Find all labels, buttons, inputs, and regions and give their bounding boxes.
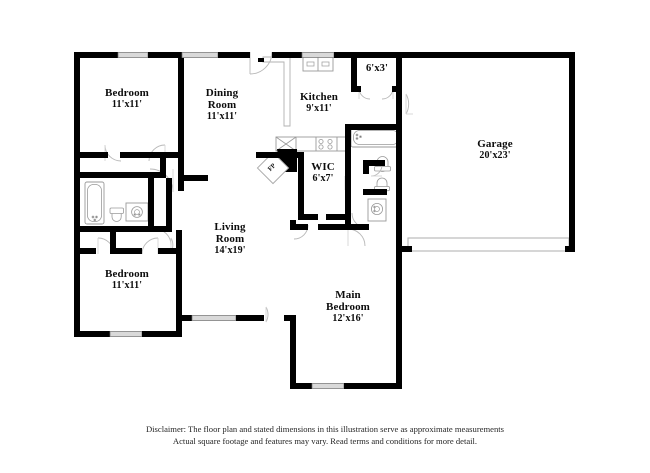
door-bedroom-bl-closet-b	[141, 237, 159, 255]
garage-door	[407, 237, 570, 252]
wall-exterior-right	[569, 52, 575, 252]
wall-utility-right	[396, 58, 402, 92]
wall-exterior-living-b	[236, 315, 264, 321]
wall-living-vertical-jog	[176, 315, 182, 337]
wall-mainbath-bottom	[351, 224, 369, 230]
hall-bath-vanity	[125, 202, 149, 222]
wall-utility-bottom-left	[351, 86, 361, 92]
wall-closet-tl-top-c	[166, 152, 184, 158]
wall-wic-bottom-b	[326, 214, 351, 220]
wall-hall-right-upper	[166, 178, 172, 230]
wall-mainbath-left	[345, 124, 351, 158]
wall-main-bed-bottom-b	[344, 383, 402, 389]
wall-mainbath-top	[345, 124, 399, 130]
main-bath-vanity	[367, 198, 387, 222]
door-swings-layer	[97, 51, 413, 323]
wall-exterior-top-e	[334, 52, 575, 58]
wall-bedroom-tl-right	[178, 58, 184, 153]
window-living-room	[191, 315, 237, 321]
walls-layer	[74, 52, 575, 389]
wall-closet-bl-top-c	[158, 248, 182, 254]
window-main-bedroom	[311, 383, 345, 389]
wall-exterior-top-d	[272, 52, 302, 58]
wall-closet-tl-top	[74, 152, 108, 158]
door-kitchen-to-garage	[405, 93, 410, 115]
wall-hall-right-lower	[176, 230, 182, 320]
wall-mainbath-mid	[363, 160, 385, 166]
wall-closet-bl-top-b	[116, 248, 142, 254]
window-top-kitchen	[301, 52, 335, 58]
door-utility-right	[381, 87, 394, 100]
window-top-bedroom-tl	[117, 52, 149, 58]
wall-exterior-top-a	[74, 52, 118, 58]
wall-garage-bottom-right-stub	[565, 246, 575, 252]
wall-kitchen-south	[256, 152, 304, 158]
wall-closet-tl-bottom	[74, 172, 166, 178]
wall-exterior-top-b	[148, 52, 182, 58]
wall-mainbath-left-b	[345, 158, 351, 200]
wall-exterior-bottom-a	[74, 331, 110, 337]
wall-hall-bottom	[290, 224, 308, 230]
wall-main-bed-top-right-stub	[396, 246, 412, 252]
wall-hall-bottom-b	[318, 224, 352, 230]
wall-wic-left	[298, 152, 304, 220]
wall-exterior-top-c	[218, 52, 250, 58]
door-main-bedroom	[347, 228, 366, 247]
disclaimer-line-1: Disclaimer: The floor plan and stated di…	[145, 424, 505, 434]
wall-wic-bottom	[298, 214, 318, 220]
kitchen-counter-upper	[262, 56, 291, 127]
wall-closet-tl-top-b	[120, 152, 166, 158]
wall-main-bed-right	[396, 246, 402, 389]
wall-mainbath-mid-b	[363, 189, 387, 195]
window-top-dining	[181, 52, 219, 58]
wall-closet-tl-right	[160, 152, 166, 178]
wall-wic-right-b	[345, 190, 351, 224]
wall-wic-right	[345, 158, 351, 176]
wall-kitchen-left	[258, 58, 264, 62]
wall-hallbath-right	[148, 178, 154, 226]
wall-closet-bl-right	[110, 232, 116, 254]
wall-hallbath-bottom-b	[154, 226, 172, 232]
wall-closet-bl-top	[74, 248, 96, 254]
wall-mainbath-mid-v	[363, 160, 369, 174]
wall-main-bed-bottom-a	[290, 383, 312, 389]
window-bottom-bedroom-bl	[109, 331, 143, 337]
wall-exterior-left	[74, 52, 80, 337]
wall-utility-left	[351, 58, 357, 92]
wall-garage-left	[396, 86, 402, 252]
disclaimer-text: Disclaimer: The floor plan and stated di…	[0, 423, 650, 448]
wall-dining-living-stub	[184, 175, 208, 181]
wall-bedroom-tl-right-lower	[178, 158, 184, 191]
door-bedroom-tl-closet-b	[148, 144, 166, 162]
wall-main-bed-left	[290, 315, 296, 389]
wall-exterior-bottom-b	[142, 331, 182, 337]
wall-hallbath-bottom	[74, 226, 154, 232]
fireplace-box	[256, 151, 290, 185]
wall-exterior-living-a	[176, 315, 192, 321]
wall-hall-left-vert	[290, 220, 296, 230]
disclaimer-line-2: Actual square footage and features may v…	[172, 436, 478, 447]
